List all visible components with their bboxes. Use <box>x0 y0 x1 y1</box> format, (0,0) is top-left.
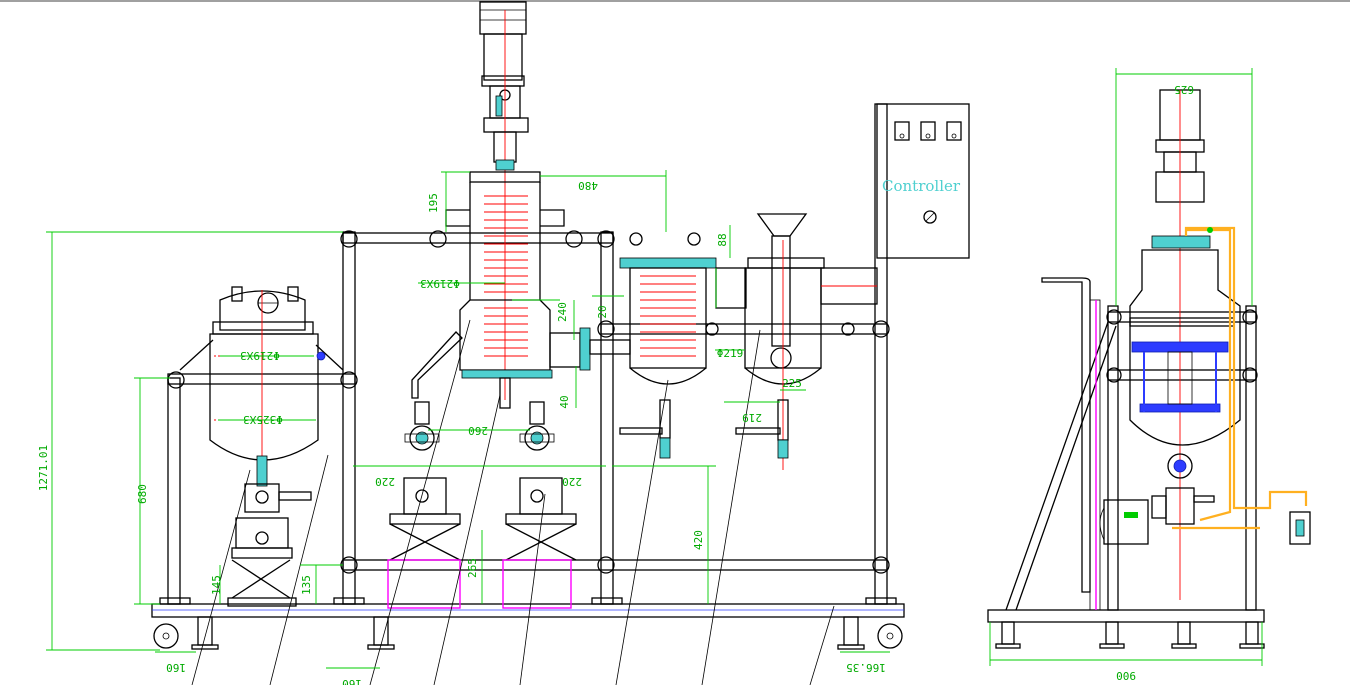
cold-trap <box>705 213 878 470</box>
dim-foot-a: 160 <box>166 661 186 674</box>
controller-label: Controller <box>882 177 961 195</box>
dim-side-width: 625 <box>1174 83 1194 96</box>
dim-480: 480 <box>578 179 598 192</box>
controller-box <box>876 103 970 259</box>
dim-220-right: 220 <box>562 475 582 488</box>
dim-88: 88 <box>716 233 729 246</box>
dim-260: 260 <box>468 424 488 437</box>
dim-265: 265 <box>466 558 479 578</box>
dim-phi219x3: Φ219X3 <box>420 277 460 290</box>
dim-side-base: 900 <box>1116 669 1136 682</box>
dim-195: 195 <box>427 193 440 213</box>
dim-20: 20 <box>596 305 609 318</box>
dim-total-height: 1271.01 <box>37 445 50 491</box>
side-view: 625 900 <box>987 68 1311 682</box>
support-frame <box>159 103 897 605</box>
dim-vessel-phi: Φ219X3 <box>240 349 280 362</box>
temperature-gauge-3 <box>946 121 962 141</box>
dim-135: 135 <box>300 575 313 595</box>
condenser <box>619 232 717 459</box>
dim-225: 225 <box>782 377 802 390</box>
dim-vessel-phi2: Φ325X3 <box>243 413 283 426</box>
dim-40: 40 <box>558 395 571 408</box>
temperature-gauge-2 <box>920 121 936 141</box>
dim-240: 240 <box>556 302 569 322</box>
dimension-lines <box>46 170 890 669</box>
side-base <box>987 609 1265 623</box>
temperature-gauge-1 <box>894 121 910 141</box>
evaporator-column <box>389 1 631 561</box>
dim-phi219-cond: Φ219 <box>717 347 744 360</box>
feed-tank <box>179 286 344 607</box>
dim-219: 219 <box>742 411 762 424</box>
side-feet <box>995 621 1265 649</box>
dim-420: 420 <box>692 530 705 550</box>
base-rail <box>151 603 905 618</box>
caster-wheels <box>153 623 903 649</box>
leader-lines <box>191 319 835 685</box>
leveling-feet <box>191 616 865 650</box>
lift-frame-left <box>387 559 461 609</box>
power-switch <box>923 210 937 224</box>
lift-frame-right <box>502 559 572 609</box>
heating-loop <box>1184 226 1308 510</box>
dim-foot-b: 160 <box>342 677 362 685</box>
dim-220-left: 220 <box>375 475 395 488</box>
dim-frame-height: 680 <box>136 484 149 504</box>
dim-145: 145 <box>210 575 223 595</box>
front-view: Controller <box>37 1 970 685</box>
dim-foot-c: 166.35 <box>846 661 886 674</box>
